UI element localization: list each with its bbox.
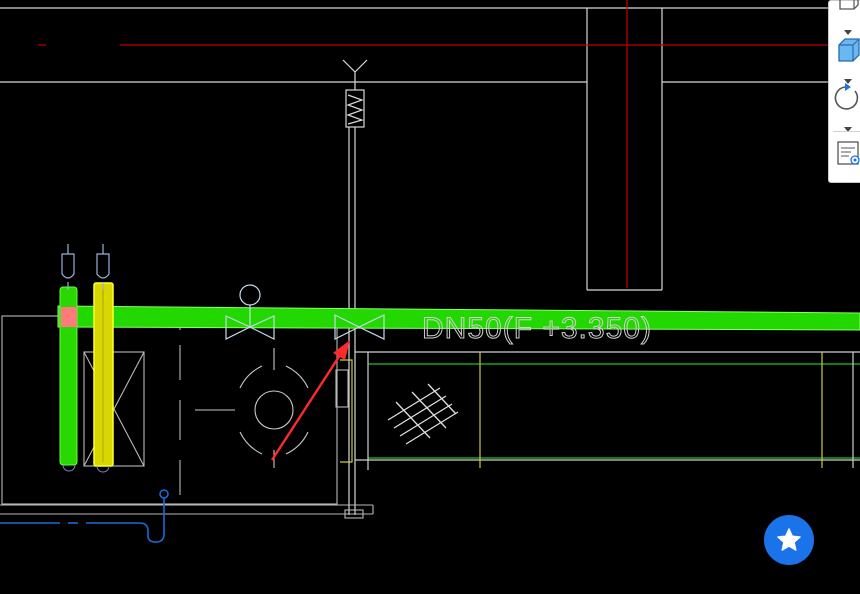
hatch-symbol: [387, 383, 459, 445]
gate-valve-2[interactable]: [334, 314, 385, 340]
view-toolbar: [828, 0, 860, 183]
star-icon: [777, 528, 801, 551]
orbit-rotate-icon[interactable]: [833, 82, 860, 112]
blue-drain-pipe[interactable]: [0, 489, 169, 543]
structure-lines: [0, 7, 840, 291]
annotation-arrow: [270, 340, 350, 461]
chevron-down-icon[interactable]: [843, 70, 853, 84]
toolbar-divider: [833, 131, 860, 132]
centerlines: [38, 0, 840, 288]
riser-green[interactable]: [59, 286, 78, 472]
properties-list-icon[interactable]: [833, 138, 860, 168]
duct-section[interactable]: [340, 351, 860, 470]
highlighted-pipe-horizontal[interactable]: [57, 305, 860, 331]
view-cube-icon[interactable]: [833, 0, 860, 17]
riser-caps: [61, 244, 110, 290]
view-cube-blue-icon[interactable]: [833, 35, 860, 65]
pipe-label: DN50(F +3.350): [422, 312, 652, 345]
vertical-pipe-hanger: [342, 59, 368, 515]
chevron-down-icon[interactable]: [843, 118, 853, 132]
riser-yellow[interactable]: [93, 282, 114, 473]
chevron-down-icon[interactable]: [843, 21, 853, 35]
equipment-housing: [0, 315, 374, 519]
favorite-button[interactable]: [764, 515, 814, 565]
fan-symbol: [195, 348, 309, 468]
gate-valve-1[interactable]: [225, 284, 275, 340]
